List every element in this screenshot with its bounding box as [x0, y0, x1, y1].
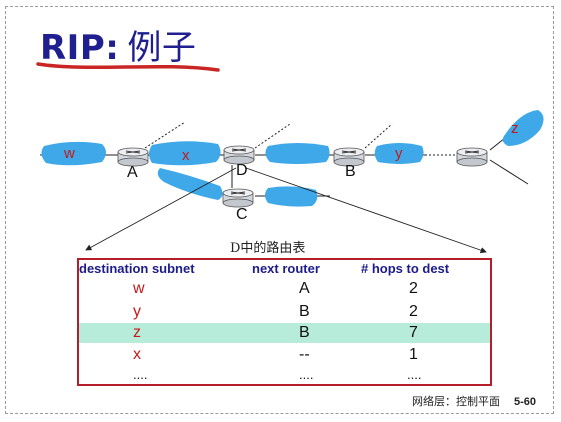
subnet-x-label: x — [182, 147, 190, 164]
router-c-label: C — [236, 206, 248, 223]
link-z — [489, 137, 506, 151]
subnet-y-blob — [374, 143, 424, 164]
title-underline — [36, 62, 220, 72]
subnet-z-blob — [502, 110, 544, 146]
table-row-4-hops: .... — [407, 367, 422, 382]
title-prefix: RIP: — [40, 28, 120, 68]
table-row-1-dest: y — [133, 303, 141, 320]
table-row-0-next: A — [299, 280, 310, 297]
title-suffix: 例子 — [127, 28, 197, 68]
subnet-w-label: w — [64, 145, 75, 162]
table-caption: D中的路由表 — [230, 241, 306, 256]
routing-table — [77, 258, 492, 386]
table-row-highlight — [79, 323, 490, 343]
slide-title: RIP:例子 — [40, 20, 196, 69]
router-a-label: A — [127, 164, 138, 181]
table-row-1-next: B — [299, 303, 310, 320]
subnet-z-label: z — [511, 120, 519, 137]
table-row-1-hops: 2 — [409, 303, 418, 320]
header-next-router: next router — [252, 261, 320, 276]
table-row-0-hops: 2 — [409, 280, 418, 297]
table-row-2-next: B — [299, 324, 310, 341]
footer-text: 网络层：控制平面 — [412, 396, 500, 408]
subnet-y-label: y — [395, 145, 403, 162]
slide-frame — [5, 6, 554, 414]
arrow-right — [245, 167, 487, 254]
subnet-c-blob — [265, 186, 318, 207]
router-a-icon — [117, 147, 149, 167]
table-row-3-hops: 1 — [409, 346, 418, 363]
page-number: 5-60 — [514, 396, 537, 408]
link-d-up — [254, 123, 291, 149]
link-right-down — [489, 159, 529, 185]
header-hops: # hops to dest — [361, 261, 450, 276]
subnet-x-tail-blob — [157, 168, 223, 200]
router-right-icon — [456, 147, 488, 167]
table-row-4-dest: .... — [133, 367, 148, 382]
table-row-2-dest: z — [133, 324, 141, 341]
table-row-4-next: .... — [299, 367, 314, 382]
router-b-label: B — [345, 163, 356, 180]
router-d-label: D — [236, 162, 248, 179]
router-c-icon — [222, 188, 254, 208]
table-row-0-dest: w — [133, 280, 145, 297]
slide-footer: 网络层：控制平面 5-60 — [412, 393, 536, 409]
subnet-w-blob — [41, 141, 106, 166]
table-row-3-next: -- — [299, 346, 310, 363]
router-b-icon — [333, 147, 365, 167]
subnet-dc-blob — [265, 143, 330, 164]
header-destination: destination subnet — [79, 261, 195, 276]
router-d-icon — [223, 145, 255, 165]
table-row-2-hops: 7 — [409, 324, 418, 341]
arrow-left — [85, 167, 237, 251]
table-row-3-dest: x — [133, 346, 141, 363]
subnet-x-blob — [149, 141, 221, 166]
